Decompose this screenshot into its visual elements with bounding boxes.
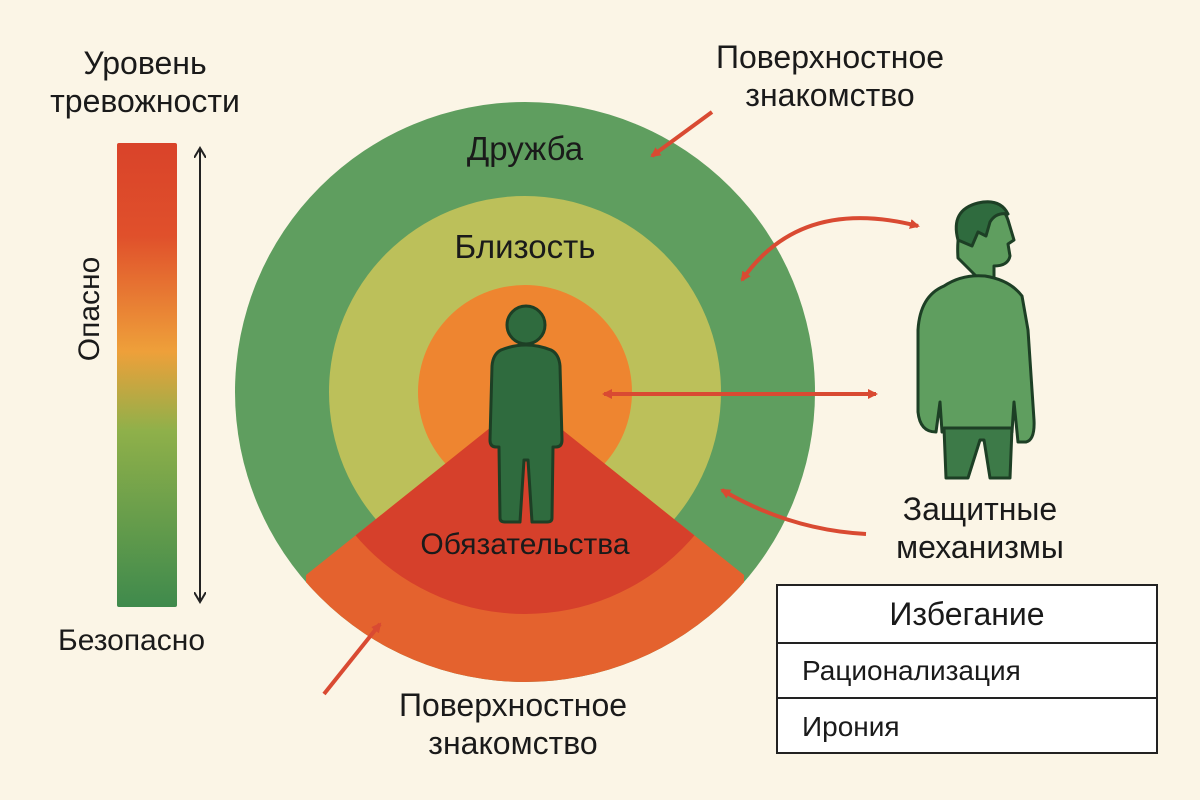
center-person-icon xyxy=(488,304,564,524)
defense-line2: механизмы xyxy=(896,529,1064,565)
defense-mechanisms-label: Защитные механизмы xyxy=(850,490,1110,566)
top-note-line1: Поверхностное xyxy=(715,39,945,75)
mechanism-item: Рационализация xyxy=(778,644,1156,699)
side-person-icon xyxy=(916,200,1036,480)
top-note-line2: знакомство xyxy=(745,77,915,113)
mechanisms-header: Избегание xyxy=(778,586,1156,644)
defense-line1: Защитные xyxy=(902,491,1058,527)
closeness-label: Близость xyxy=(454,228,596,265)
bottom-note-arrow xyxy=(322,622,382,696)
anxiety-scale-title: Уровень тревожности xyxy=(30,44,260,120)
top-note-arrow xyxy=(650,110,714,158)
bottom-note-line1: Поверхностное xyxy=(398,687,628,723)
side-person-curved-arrow xyxy=(740,216,920,282)
friendship-label: Дружба xyxy=(466,130,584,167)
commitment-label: Обязательства xyxy=(420,528,630,561)
bottom-note-line2: знакомство xyxy=(428,725,598,761)
anxiety-title-line1: Уровень xyxy=(83,45,207,81)
top-superficial-note: Поверхностное знакомство xyxy=(660,38,1000,114)
mechanism-item: Ирония xyxy=(802,710,900,742)
bottom-superficial-note: Поверхностное знакомство xyxy=(348,686,678,762)
wedge-inner-band xyxy=(306,400,744,614)
danger-label: Опасно xyxy=(73,256,106,362)
anxiety-title-line2: тревожности xyxy=(50,83,240,119)
safe-label: Безопасно xyxy=(58,624,205,657)
anxiety-gradient-bar xyxy=(117,143,177,607)
mechanisms-table: Избегание Рационализация Ирония xyxy=(776,584,1158,754)
defense-arrow xyxy=(720,488,867,536)
